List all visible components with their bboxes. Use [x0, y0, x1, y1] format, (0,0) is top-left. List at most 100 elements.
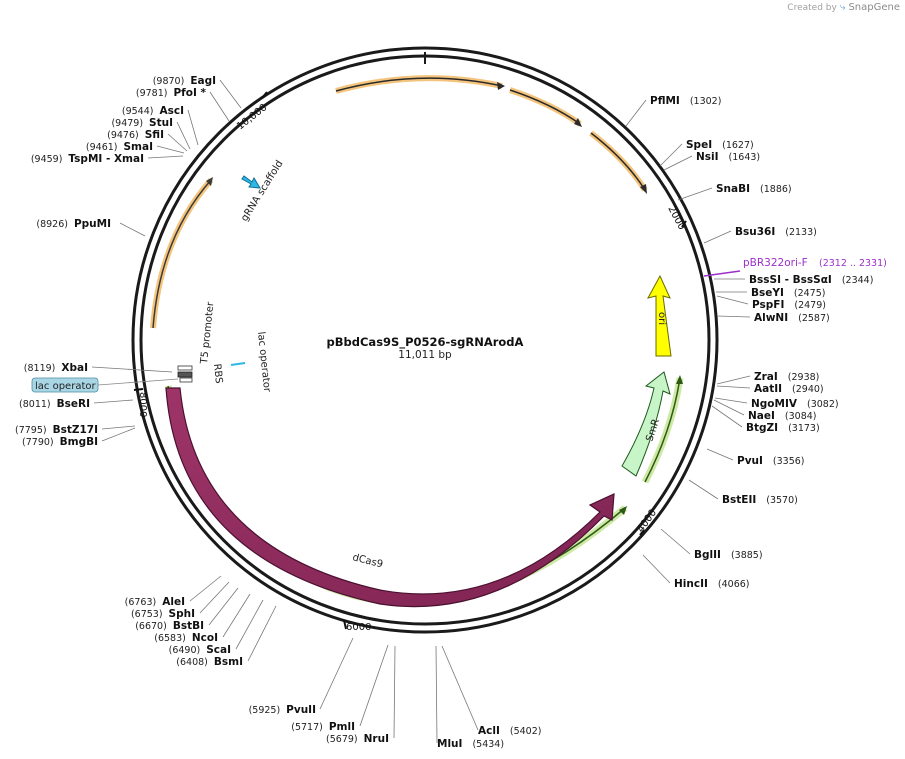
restriction-site[interactable]: AclI(5402) — [478, 725, 541, 737]
restriction-site[interactable]: NgoMIV(3082) — [751, 398, 839, 410]
restriction-site[interactable]: BglII (3885) — [694, 549, 763, 561]
restriction-site[interactable]: StuI(9479) — [111, 117, 173, 129]
site-name: BssSI - BssSαI — [749, 274, 832, 286]
site-name: PvuI — [737, 455, 763, 467]
site-position: (9544) — [122, 106, 154, 117]
restriction-site[interactable]: AleI(6763) — [125, 596, 185, 608]
restriction-site[interactable]: AatII (2940) — [754, 383, 824, 395]
site-name: BsmI — [214, 656, 243, 668]
site-position: (5717) — [291, 722, 323, 733]
site-name: SmaI — [124, 141, 154, 153]
site-name: ZraI — [754, 371, 778, 383]
restriction-site[interactable]: PmlI (5717) — [291, 721, 355, 733]
site-name: AatII — [754, 383, 782, 395]
restriction-site[interactable]: SphI(6753) — [131, 608, 195, 620]
site-name: AleI — [162, 596, 185, 608]
primer-name: pBR322ori-F — [743, 257, 808, 269]
restriction-site[interactable]: PvuII (5925) — [249, 704, 316, 716]
site-leader-line — [716, 315, 751, 318]
site-position: (2587) — [798, 313, 830, 324]
site-position: (5679) — [326, 734, 358, 745]
site-position: (7790) — [22, 437, 54, 448]
site-leader-line — [716, 385, 751, 389]
restriction-site[interactable]: PvuI(3356) — [737, 455, 805, 467]
site-name: PmlI — [329, 721, 355, 733]
restriction-site[interactable]: MluI(5434) — [437, 738, 504, 750]
site-leader-lines — [91, 79, 751, 744]
site-name: BglII — [694, 549, 721, 561]
site-name: EagI — [190, 75, 216, 87]
ori-feature: ori — [647, 274, 672, 357]
site-leader-line — [359, 644, 389, 727]
tick-label-6000: 6000 — [346, 622, 371, 633]
site-name: AclI — [478, 725, 500, 737]
site-leader-line — [642, 554, 671, 584]
restriction-site[interactable]: BstBI(6670) — [135, 620, 204, 632]
restriction-site[interactable]: AscI(9544) — [122, 105, 184, 117]
restriction-site[interactable]: PfoI *(9781) — [136, 87, 207, 99]
site-name: SfiI — [145, 129, 164, 141]
site-name: PspFI — [752, 299, 784, 311]
restriction-site[interactable]: NcoI(6583) — [154, 632, 218, 644]
restriction-site[interactable]: NaeI(3084) — [748, 410, 817, 422]
site-name: StuI — [149, 117, 173, 129]
restriction-site[interactable]: PpuMI(8926) — [36, 218, 111, 230]
site-leader-line — [189, 575, 222, 602]
restriction-site[interactable]: SpeI(1627) — [686, 139, 754, 151]
site-position: (3885) — [731, 550, 763, 561]
restriction-site[interactable]: BseYI(2475) — [751, 287, 825, 299]
scale-ticks: 2000 4000 6000 8000 10,000 — [133, 91, 687, 633]
restriction-site[interactable]: BstEII(3570) — [722, 494, 798, 506]
restriction-site[interactable]: NruI(5679) — [326, 733, 389, 745]
site-position: (6583) — [154, 633, 186, 644]
site-name: SnaBI — [716, 183, 750, 195]
restriction-site[interactable]: SnaBI (1886) — [716, 183, 792, 195]
site-position: (6490) — [169, 645, 201, 656]
restriction-site[interactable]: BssSI - BssSαI(2344) — [749, 274, 873, 286]
site-position: (5434) — [472, 739, 504, 750]
restriction-site[interactable]: PspFI(2479) — [752, 299, 826, 311]
promoter-region: T5 promoter RBS lac operator — [177, 301, 272, 393]
restriction-site[interactable]: PflMI(1302) — [650, 95, 721, 107]
site-leader-line — [688, 479, 719, 500]
site-name: BtgZI — [746, 422, 778, 434]
site-position: (1886) — [760, 184, 792, 195]
restriction-site[interactable]: XbaI(8119) — [24, 362, 88, 374]
snapgene-watermark: Created by ⤷ SnapGene — [787, 2, 900, 13]
created-by-text: Created by — [787, 2, 837, 13]
grna-scaffold-feature: gRNA scaffold — [239, 159, 285, 224]
site-leader-line — [176, 121, 191, 150]
site-leader-line — [660, 528, 691, 555]
restriction-site[interactable]: HincII(4066) — [674, 578, 750, 590]
snapgene-brand-text: SnapGene — [848, 2, 900, 13]
restriction-site[interactable]: Bsu36I(2133) — [735, 226, 817, 238]
site-position: (5925) — [249, 705, 281, 716]
restriction-site[interactable]: AlwNI(2587) — [754, 312, 830, 324]
restriction-site[interactable]: ScaI(6490) — [169, 644, 231, 656]
restriction-site[interactable]: BmgBI(7790) — [22, 436, 98, 448]
site-leader-line — [677, 187, 713, 201]
site-name: PvuII — [286, 704, 316, 716]
site-position: (2940) — [792, 384, 824, 395]
restriction-site[interactable]: SmaI(9461) — [86, 141, 153, 153]
site-leader-line — [199, 581, 230, 614]
site-leader-line — [119, 222, 146, 237]
restriction-site[interactable]: ZraI(2938) — [754, 371, 819, 383]
restriction-site[interactable]: EagI(9870) — [153, 75, 216, 87]
restriction-site[interactable]: SfiI(9476) — [107, 129, 164, 141]
site-position: (7795) — [15, 425, 47, 436]
t5-promoter-label: T5 promoter — [199, 301, 217, 366]
restriction-site[interactable]: TspMI - XmaI(9459) — [31, 153, 144, 165]
restriction-site[interactable]: BsmI(6408) — [176, 656, 243, 668]
site-name: BstZ17I — [53, 424, 98, 436]
restriction-site[interactable]: BstZ17I (7795) — [15, 424, 98, 436]
restriction-site[interactable]: BtgZI(3173) — [746, 422, 820, 434]
site-leader-line — [706, 448, 734, 461]
grna-scaffold-label: gRNA scaffold — [239, 159, 285, 224]
site-leader-line — [714, 397, 748, 404]
restriction-site[interactable]: BseRI(8011) — [19, 398, 90, 410]
restriction-site[interactable]: NsiI(1643) — [696, 151, 760, 163]
dcas9-label: dCas9 — [351, 552, 384, 570]
site-name: PpuMI — [74, 218, 111, 230]
site-leader-line — [713, 399, 745, 416]
